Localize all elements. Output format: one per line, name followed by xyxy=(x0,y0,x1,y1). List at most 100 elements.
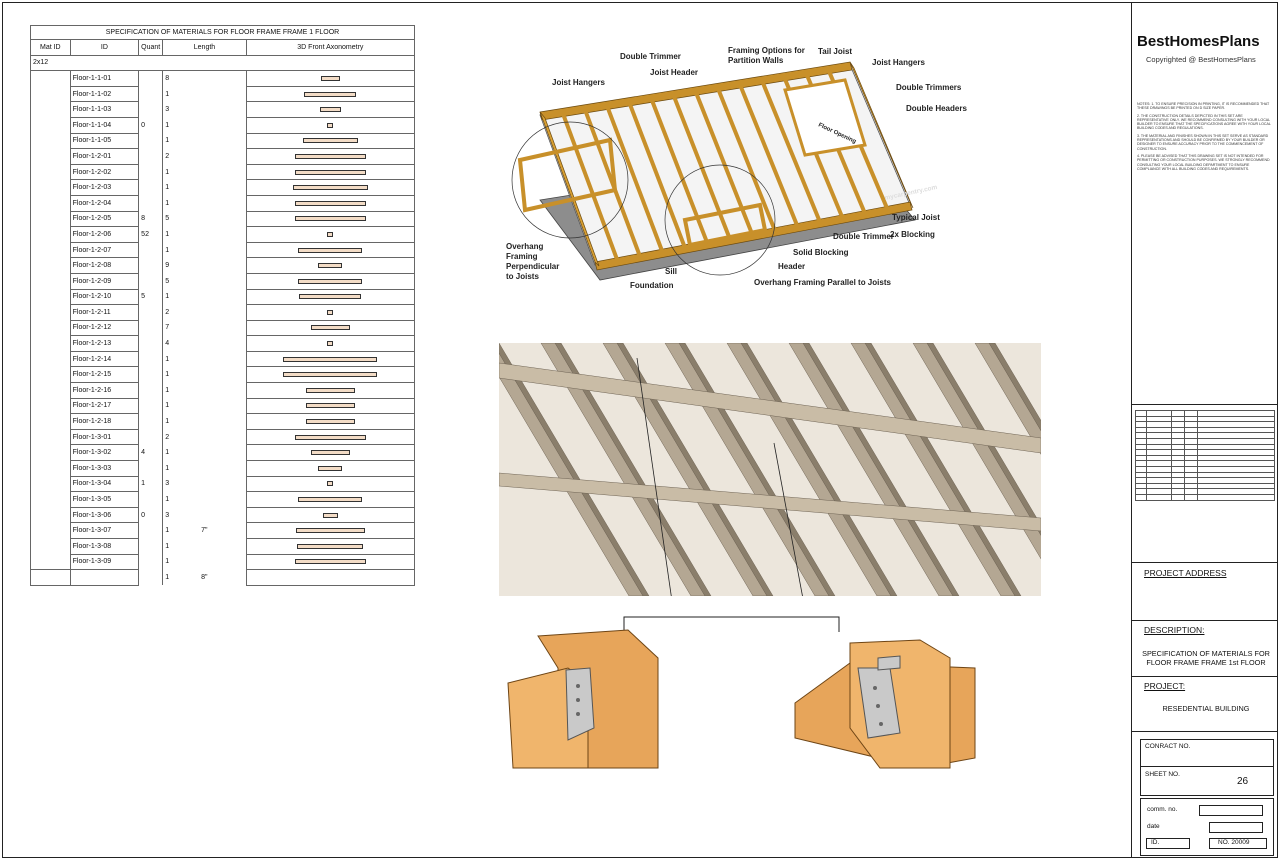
render-beam xyxy=(499,362,1041,454)
quant-cell: 0 xyxy=(138,507,164,523)
floor-framing-isometric-diagram: Joist Hangers Double Trimmer Joist Heade… xyxy=(506,46,967,290)
revision-row xyxy=(1135,415,1275,423)
mat-id-cell xyxy=(30,476,71,492)
axonometry-cell xyxy=(245,226,416,243)
length-value: 1 xyxy=(165,121,170,129)
id-cell: Floor-1-3-06 xyxy=(69,506,140,524)
quant-cell: 5 xyxy=(138,289,164,305)
length-value: 1 xyxy=(165,184,170,192)
id-cell: Floor-1-2-15 xyxy=(69,366,140,384)
quant-cell xyxy=(138,148,164,165)
revision-cell xyxy=(1197,443,1275,451)
callout-double-trimmer-bottom: Double Trimmer xyxy=(833,232,894,241)
revision-row xyxy=(1135,488,1275,495)
id-cell: Floor-1-3-01 xyxy=(69,428,140,446)
length-value: 2 xyxy=(165,152,170,160)
id-field[interactable] xyxy=(1146,838,1190,849)
axonometry-cell xyxy=(245,553,416,571)
revision-cell xyxy=(1197,421,1275,428)
axonometry-cell xyxy=(245,304,416,321)
length-value: 4 xyxy=(165,340,170,348)
length-cell: 1 xyxy=(162,491,247,508)
lumber-piece-bar xyxy=(295,528,365,534)
quant-cell xyxy=(138,460,164,477)
mat-id-cell xyxy=(30,538,71,555)
table-header-row: Mat ID ID Quant Length 3D Front Axonomet… xyxy=(30,39,416,56)
lumber-piece-bar xyxy=(305,419,355,425)
col-header-axonometry: 3D Front Axonometry xyxy=(245,39,416,56)
detail-circle-left xyxy=(511,121,629,239)
length-cell: 1 xyxy=(162,179,247,196)
axonometry-cell xyxy=(245,116,416,134)
id-cell: Floor-1-2-13 xyxy=(69,335,140,352)
quant-cell xyxy=(138,569,164,586)
leader-line-left xyxy=(636,357,672,596)
sheet-no-label: SHEET NO. xyxy=(1145,771,1180,778)
callout-joist-header: Joist Header xyxy=(650,68,698,77)
lumber-piece-bar xyxy=(283,372,378,378)
detail-circle-bottom xyxy=(664,164,776,276)
id-cell: Floor-1-3-03 xyxy=(69,460,140,477)
length-cell: 3 xyxy=(162,507,247,523)
length-value: 5 xyxy=(165,277,170,285)
col-header-length: Length xyxy=(162,39,247,56)
length-value: 1 xyxy=(165,293,170,301)
callout-joist-hangers-left: Joist Hangers xyxy=(552,78,605,87)
joist xyxy=(626,99,687,249)
group-row: 2x12 xyxy=(30,54,415,72)
comm-date-box xyxy=(1140,798,1274,856)
quant-cell: 52 xyxy=(138,226,164,243)
axonometry-cell xyxy=(245,163,416,181)
materials-spec-table: SPECIFICATION OF MATERIALS FOR FLOOR FRA… xyxy=(30,25,416,586)
render-beam xyxy=(554,343,712,596)
lumber-piece-bar xyxy=(294,153,366,159)
comm-no-field[interactable] xyxy=(1199,805,1263,816)
lumber-piece-bar xyxy=(327,481,334,487)
quant-cell xyxy=(138,351,164,367)
quant-cell xyxy=(138,382,164,399)
length-inches: 7" xyxy=(201,527,208,535)
note-4: 4. PLEASE BE ADVISED THAT THIS DRAWING S… xyxy=(1137,153,1270,171)
id-cell: Floor-1-3-04 xyxy=(69,475,140,493)
id-cell: Floor-1-2-09 xyxy=(69,272,140,290)
render-beam xyxy=(988,343,1041,432)
length-cell: 1 xyxy=(162,117,247,134)
mat-id-cell xyxy=(30,86,71,102)
length-value: 1 xyxy=(165,527,170,535)
revision-row xyxy=(1135,482,1275,490)
length-value: 1 xyxy=(165,496,170,504)
date-field[interactable] xyxy=(1209,822,1263,833)
length-value: 1 xyxy=(165,542,170,550)
length-cell: 1 xyxy=(162,86,247,102)
lumber-piece-bar xyxy=(294,200,366,206)
quant-cell xyxy=(138,86,164,102)
revision-cell xyxy=(1197,488,1275,495)
length-value: 3 xyxy=(165,106,170,114)
revision-cell xyxy=(1197,410,1275,417)
detail-bracket xyxy=(623,616,840,632)
length-value: 5 xyxy=(165,215,170,223)
length-value: 8 xyxy=(165,75,170,83)
axonometry-cell xyxy=(245,210,416,228)
length-value: 1 xyxy=(165,355,170,363)
revision-row xyxy=(1135,443,1275,451)
id-cell: Floor-1-2-01 xyxy=(69,148,140,165)
length-cell: 3 xyxy=(162,101,247,118)
render-beam xyxy=(616,343,774,596)
id-cell: Floor-1-2-08 xyxy=(69,257,140,274)
table-row: Floor-1-2-09 5 xyxy=(30,272,416,290)
number-field[interactable] xyxy=(1209,838,1267,849)
lumber-piece-bar xyxy=(305,387,355,393)
length-cell: 1 xyxy=(162,444,247,461)
length-cell: 1 xyxy=(162,133,247,149)
mat-id-cell xyxy=(30,70,71,87)
lumber-piece-bar xyxy=(327,122,334,128)
joist xyxy=(737,82,800,228)
